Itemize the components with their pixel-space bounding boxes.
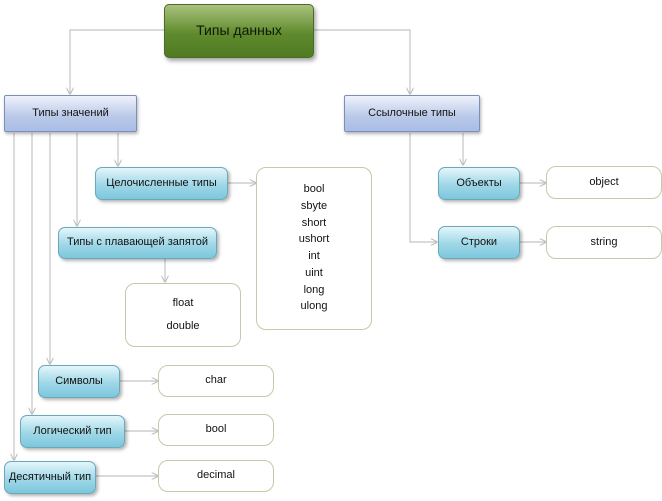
floating-types-node: Типы с плавающей запятой [58, 227, 217, 259]
integer-type-item: sbyte [300, 199, 328, 212]
integer-type-item: ulong [300, 300, 328, 313]
edge-root-reference-types [314, 29, 410, 94]
integer-type-item: int [308, 250, 320, 262]
strings-node: Строки [438, 226, 520, 259]
integer-type-item: uint [305, 266, 323, 279]
logical-type-node: Логический тип [20, 415, 125, 448]
integer-types-list: bool sbyte short ushort int uint long ul… [256, 167, 372, 330]
root-node: Типы данных [164, 4, 314, 58]
chars-node: Символы [38, 365, 120, 398]
value-types-node: Типы значений [4, 95, 137, 132]
floating-type-item: float [172, 296, 194, 309]
floating-types-list: float double [125, 283, 241, 347]
string-type-box: string [546, 226, 662, 259]
object-type-box: object [546, 166, 662, 199]
integer-type-item: ushort [298, 233, 330, 246]
integer-types-node: Целочисленные типы [95, 167, 228, 200]
reference-types-node: Ссылочные типы [344, 95, 480, 132]
objects-node: Объекты [438, 167, 520, 200]
edge-root-value-types [70, 29, 164, 94]
integer-type-item: long [303, 283, 325, 296]
integer-type-item: short [301, 216, 327, 229]
integer-type-item: bool [303, 183, 325, 195]
char-type-box: char [158, 365, 274, 397]
bool-type-box: bool [158, 414, 274, 446]
decimal-type-node: Десятичный тип [4, 461, 96, 494]
floating-type-item: double [166, 319, 200, 332]
edge-ref-strings [409, 133, 437, 242]
decimal-type-box: decimal [158, 460, 274, 492]
